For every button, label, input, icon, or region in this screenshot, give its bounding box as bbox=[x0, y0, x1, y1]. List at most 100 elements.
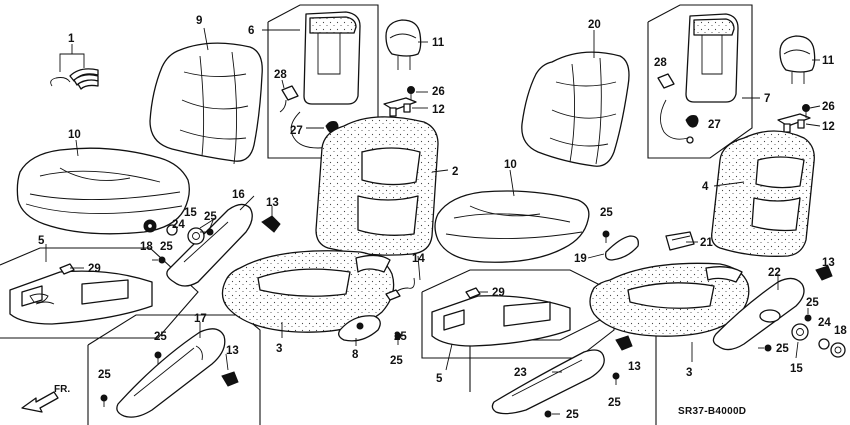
screw-26-left bbox=[407, 86, 415, 100]
knob-24-left bbox=[166, 224, 178, 236]
callout-10-right: 10 bbox=[504, 159, 517, 171]
callout-25-a: 25 bbox=[204, 211, 217, 223]
callout-27-right: 27 bbox=[708, 119, 721, 131]
recliner-knob-15-right bbox=[791, 323, 809, 341]
front-label: FR. bbox=[54, 384, 70, 395]
screw-25-d bbox=[100, 394, 108, 407]
callout-13-right-upper: 13 bbox=[822, 257, 835, 269]
bracket-29-right bbox=[465, 287, 481, 299]
callout-19: 19 bbox=[574, 253, 587, 265]
callout-18-left: 18 bbox=[140, 241, 153, 253]
callout-3-right: 3 bbox=[686, 367, 692, 379]
screw-25-g bbox=[804, 308, 812, 322]
callout-28-right: 28 bbox=[654, 57, 667, 69]
seat-heater-box-right bbox=[647, 4, 753, 159]
clip-13-right-upper bbox=[815, 265, 833, 281]
connector-27-right bbox=[685, 115, 699, 128]
diagram-code: SR37-B4000D bbox=[678, 406, 746, 417]
callout-22: 22 bbox=[768, 267, 781, 279]
rail-cover-23 bbox=[491, 349, 605, 415]
seat-back-cover-left bbox=[149, 42, 263, 165]
callout-25-d: 25 bbox=[98, 369, 111, 381]
headrest-guide-left bbox=[383, 97, 417, 117]
callout-15-left: 15 bbox=[184, 207, 197, 219]
callout-10-left: 10 bbox=[68, 129, 81, 141]
callout-5-right: 5 bbox=[436, 373, 443, 385]
callout-25-g: 25 bbox=[806, 297, 819, 309]
clip-13-right-lower bbox=[615, 335, 633, 351]
callout-12-left: 12 bbox=[432, 104, 445, 116]
headrest-right bbox=[779, 35, 816, 84]
clip-13-left-upper bbox=[261, 215, 281, 233]
floor-frame-left bbox=[9, 270, 153, 325]
hook-14 bbox=[385, 277, 415, 301]
seat-heater-left bbox=[303, 11, 361, 105]
recliner-cover-22 bbox=[712, 277, 805, 351]
screw-26-right bbox=[802, 104, 810, 118]
callout-2: 2 bbox=[452, 166, 458, 178]
cap-18-right bbox=[830, 342, 846, 358]
screw-25-i bbox=[612, 372, 620, 385]
heater-wire-right bbox=[660, 99, 694, 144]
callout-11-right: 11 bbox=[822, 55, 835, 67]
callout-28-left: 28 bbox=[274, 69, 287, 81]
callout-25-h: 25 bbox=[600, 207, 613, 219]
callout-25-e: 25 bbox=[390, 355, 403, 367]
callout-24-left: 24 bbox=[172, 219, 185, 231]
connector-28-right bbox=[657, 73, 675, 89]
bracket-21 bbox=[665, 231, 695, 251]
bracket-19 bbox=[604, 235, 639, 261]
callout-23: 23 bbox=[514, 367, 527, 379]
callout-6: 6 bbox=[248, 25, 254, 37]
seat-cushion-cover-left bbox=[16, 147, 190, 235]
seat-cushion-cover-right bbox=[434, 190, 590, 263]
seat-back-right bbox=[711, 130, 815, 257]
callout-21: 21 bbox=[700, 237, 713, 249]
rail-cover-17 bbox=[116, 328, 226, 418]
callout-11-left: 11 bbox=[432, 37, 445, 49]
callout-16: 16 bbox=[232, 189, 245, 201]
callout-27-left: 27 bbox=[290, 125, 303, 137]
recliner-knob-15-left bbox=[187, 227, 205, 245]
callout-29-right: 29 bbox=[492, 287, 505, 299]
callout-14: 14 bbox=[412, 253, 425, 265]
seat-heater-right bbox=[685, 13, 739, 103]
leader-lines bbox=[45, 27, 821, 373]
callout-17: 17 bbox=[194, 313, 207, 325]
screw-25-a bbox=[200, 228, 214, 236]
callout-20: 20 bbox=[588, 19, 601, 31]
callout-13-right-lower: 13 bbox=[628, 361, 641, 373]
seat-back-left bbox=[315, 116, 439, 256]
cap-18-left bbox=[143, 219, 157, 233]
connector-28-left bbox=[279, 85, 299, 113]
seat-cushion-left bbox=[221, 250, 395, 333]
clip-13-left-lower bbox=[221, 371, 239, 387]
seat-cushion-right bbox=[589, 262, 750, 337]
callout-9: 9 bbox=[196, 15, 202, 27]
callout-5-left: 5 bbox=[38, 235, 45, 247]
callout-25-i: 25 bbox=[608, 397, 621, 409]
callout-25-j: 25 bbox=[566, 409, 579, 421]
screw-25-h bbox=[602, 230, 610, 243]
screw-25-j bbox=[544, 410, 560, 418]
knob-24-right bbox=[818, 338, 830, 350]
screw-25-c bbox=[154, 351, 162, 364]
front-arrow-icon bbox=[21, 391, 59, 413]
seat-back-cover-right bbox=[521, 51, 630, 167]
callout-3-left: 3 bbox=[276, 343, 282, 355]
screw-25-e bbox=[394, 332, 402, 345]
callout-15-right: 15 bbox=[790, 363, 803, 375]
callout-25-f: 25 bbox=[776, 343, 789, 355]
callout-25-b: 25 bbox=[160, 241, 173, 253]
callout-29-left: 29 bbox=[88, 263, 101, 275]
callout-12-right: 12 bbox=[822, 121, 835, 133]
screw-25-f bbox=[758, 344, 772, 352]
callout-25-k: 25 bbox=[394, 331, 407, 343]
callout-8: 8 bbox=[352, 349, 359, 361]
headrest-guide-right bbox=[777, 113, 811, 133]
callout-26-right: 26 bbox=[822, 101, 835, 113]
headrest-left bbox=[385, 19, 422, 70]
callout-26-left: 26 bbox=[432, 86, 445, 98]
bracket-29-left bbox=[59, 263, 75, 275]
